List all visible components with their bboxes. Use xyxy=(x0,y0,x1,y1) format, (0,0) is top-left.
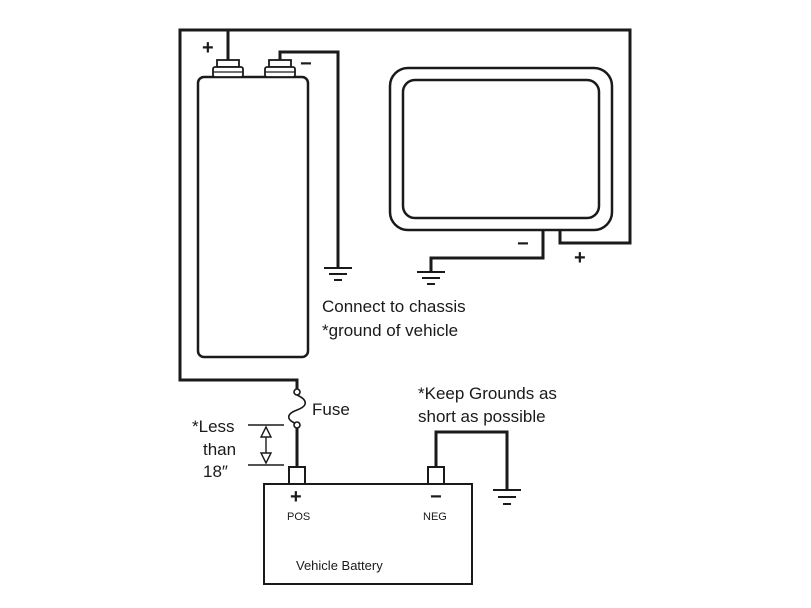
capacitor-positive-sign: + xyxy=(202,37,214,59)
amplifier-positive-sign: + xyxy=(574,247,586,269)
grounds-note-line2: short as possible xyxy=(418,407,546,426)
capacitor-body xyxy=(196,75,310,359)
battery-neg-label: NEG xyxy=(423,511,447,523)
fuse xyxy=(287,388,307,429)
grounds-note-line1: *Keep Grounds as xyxy=(418,384,557,403)
capacitor xyxy=(196,59,310,359)
capacitor-negative-lead xyxy=(278,50,340,268)
distance-note-line1: *Less xyxy=(192,417,235,436)
battery-title: Vehicle Battery xyxy=(296,558,383,573)
battery-pos-label: POS xyxy=(287,511,310,523)
battery-positive-sign: + xyxy=(290,486,302,508)
amplifier-inner xyxy=(401,78,601,220)
wiring xyxy=(178,28,632,490)
amplifier-negative-lead xyxy=(429,230,545,272)
fuse-label: Fuse xyxy=(312,400,350,419)
positive-power-wire xyxy=(178,28,632,390)
battery-body xyxy=(263,483,473,585)
capacitor-negative-terminal xyxy=(264,59,296,78)
capacitor-positive-terminal xyxy=(212,59,244,78)
ground-symbol-amplifier xyxy=(417,271,445,285)
amplifier-outer xyxy=(388,66,614,232)
ground-symbol-capacitor xyxy=(324,267,352,281)
battery-negative-post xyxy=(427,466,445,485)
distance-note-line3: 18″ xyxy=(203,462,228,481)
capacitor-negative-sign: − xyxy=(300,53,312,75)
distance-marker xyxy=(248,424,284,466)
chassis-ground-note-line1: Connect to chassis xyxy=(322,297,466,316)
battery-positive-post xyxy=(288,466,306,485)
vehicle-battery xyxy=(263,466,473,585)
amplifier xyxy=(388,66,614,232)
chassis-ground-note-line2: *ground of vehicle xyxy=(322,321,458,340)
distance-note-line2: than xyxy=(203,440,236,459)
battery-negative-sign: − xyxy=(430,486,442,508)
ground-symbol-battery xyxy=(493,489,521,505)
battery-ground-wire xyxy=(434,430,509,490)
amplifier-negative-sign: − xyxy=(517,233,529,255)
